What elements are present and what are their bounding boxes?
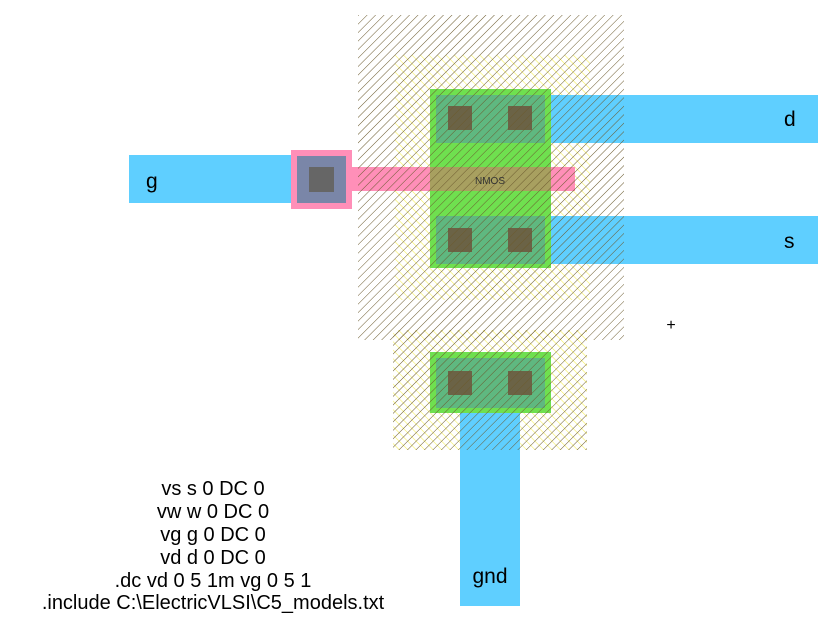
device-label: NMOS <box>475 176 505 187</box>
port-label-ground[interactable]: gnd <box>472 565 507 588</box>
port-label-source[interactable]: s <box>784 230 795 253</box>
spice-line: vd d 0 DC 0 <box>160 547 266 569</box>
spice-line: vw w 0 DC 0 <box>157 501 269 523</box>
spice-line: .dc vd 0 5 1m vg 0 5 1 <box>115 570 312 592</box>
spice-line: .include C:\ElectricVLSI\C5_models.txt <box>42 592 385 614</box>
port-label-gate[interactable]: g <box>146 170 158 193</box>
cursor-marker: + <box>666 317 675 334</box>
gate-contact <box>309 167 334 192</box>
spice-line: vs s 0 DC 0 <box>161 478 264 500</box>
spice-code-block[interactable]: vs s 0 DC 0 vw w 0 DC 0 vg g 0 DC 0 vd d… <box>42 478 385 614</box>
spice-line: vg g 0 DC 0 <box>160 524 266 546</box>
well-layer <box>358 15 624 450</box>
port-label-drain[interactable]: d <box>784 108 796 131</box>
